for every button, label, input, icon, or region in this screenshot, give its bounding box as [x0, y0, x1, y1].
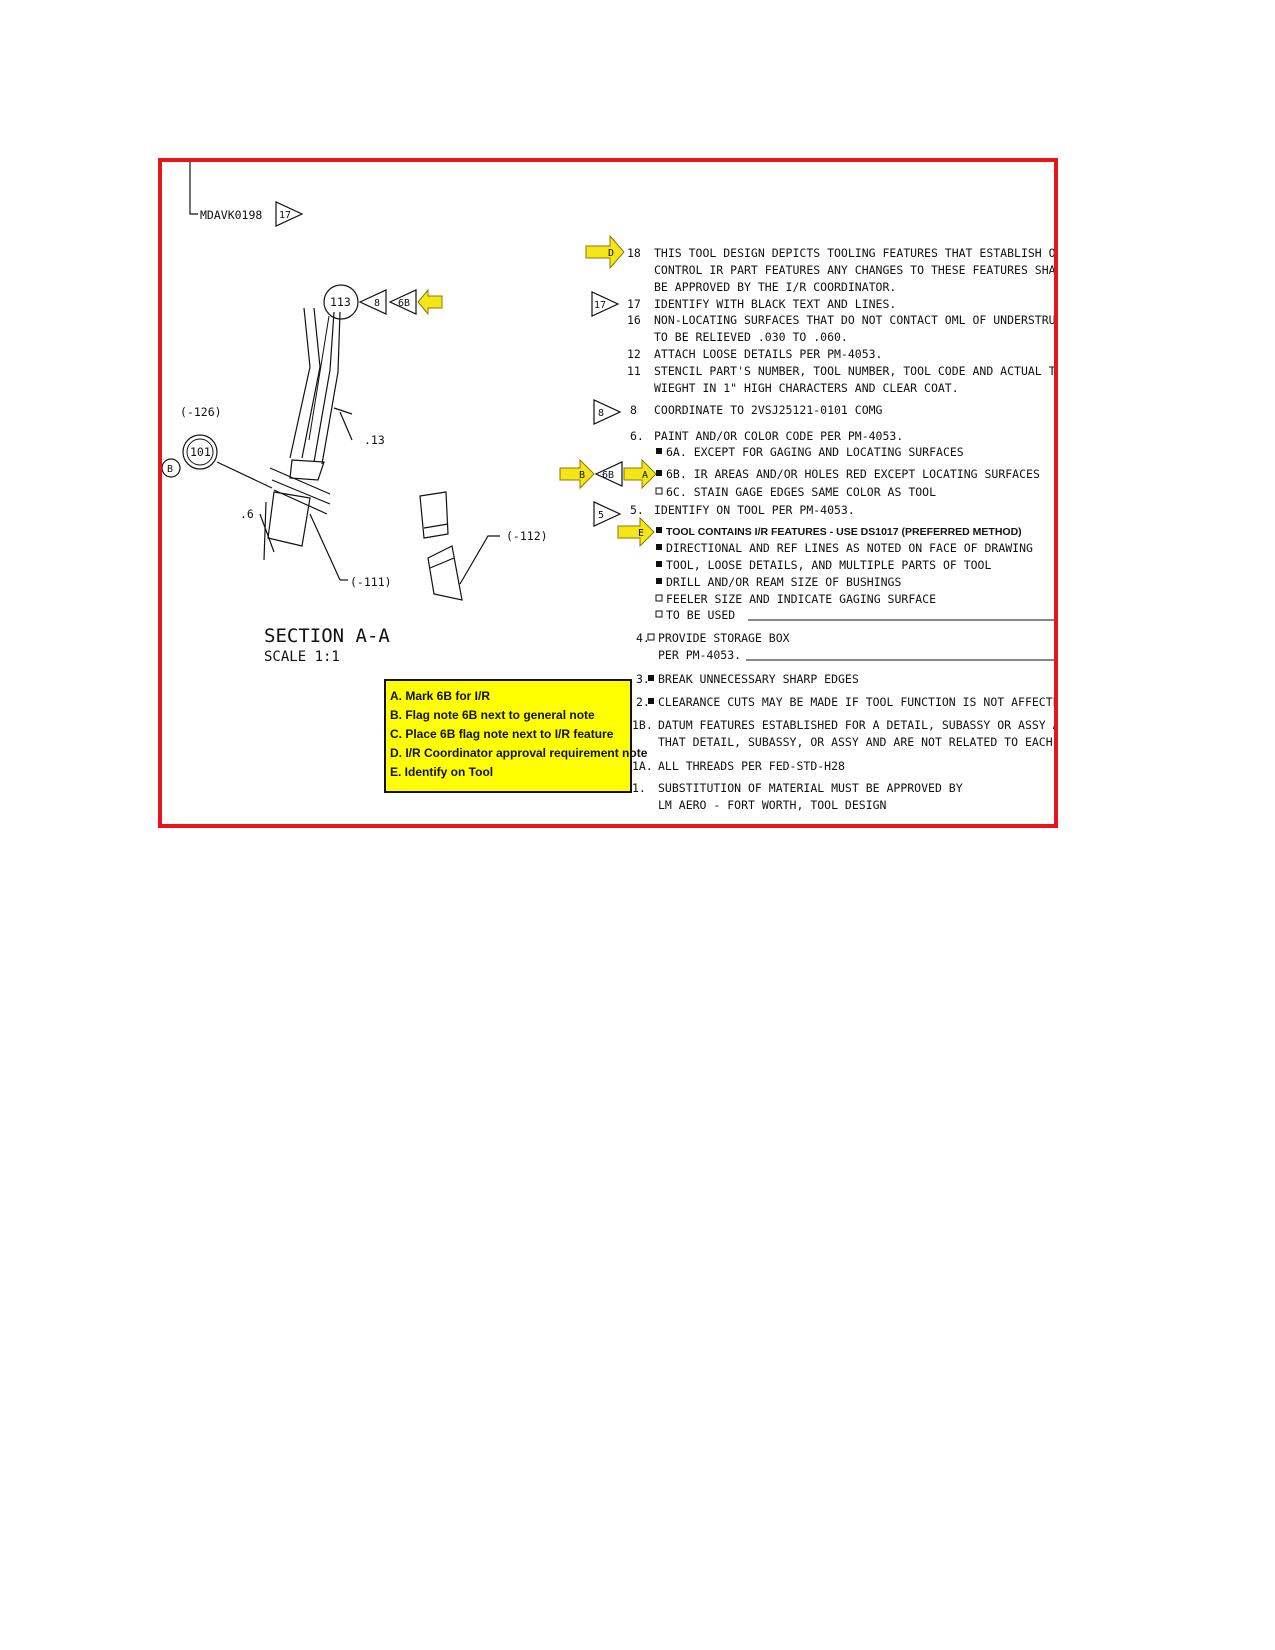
flag-8-label: 8 — [374, 298, 380, 309]
svg-text:1B.: 1B. — [632, 718, 653, 732]
svg-text:TO BE USED: TO BE USED — [666, 608, 735, 622]
svg-text:COORDINATE TO 2VSJ25121-0101 C: COORDINATE TO 2VSJ25121-0101 COMG — [654, 403, 883, 417]
svg-text:6.: 6. — [630, 429, 644, 443]
balloon-113 — [323, 284, 359, 320]
reference-label: MDAVK0198 — [200, 208, 262, 222]
flag-6b-label: 6B — [398, 298, 410, 309]
svg-text:E: E — [638, 528, 644, 539]
section-title: SECTION A-A — [264, 625, 390, 647]
svg-text:6B. IR AREAS AND/OR HOLES RED: 6B. IR AREAS AND/OR HOLES RED EXCEPT LOC… — [666, 467, 1040, 481]
svg-text:3.: 3. — [636, 672, 650, 686]
detail-112 — [419, 491, 500, 601]
engineering-drawing: MDAVK0198 17 113 8 6B .13 .6 (-1 — [162, 162, 1054, 812]
svg-text:THAT DETAIL, SUBASSY, OR ASSY: THAT DETAIL, SUBASSY, OR ASSY AND ARE NO… — [658, 735, 1054, 749]
svg-text:LM AERO - FORT WORTH, TOOL DES: LM AERO - FORT WORTH, TOOL DESIGN — [658, 798, 887, 812]
drawing-frame: MDAVK0198 17 113 8 6B .13 .6 (-1 — [158, 158, 1058, 828]
svg-text:SUBSTITUTION OF MATERIAL MUST: SUBSTITUTION OF MATERIAL MUST BE APPROVE… — [658, 781, 963, 795]
dim-13: .13 — [364, 433, 385, 447]
svg-text:STENCIL PART'S NUMBER, TOOL NU: STENCIL PART'S NUMBER, TOOL NUMBER, TOOL… — [654, 364, 1054, 378]
flag-6b-triangle — [388, 289, 417, 315]
svg-text:B: B — [579, 470, 585, 481]
legend-item-b: B. Flag note 6B next to general note — [390, 708, 595, 722]
checkbox-filled-icon — [656, 448, 662, 454]
svg-text:1.: 1. — [632, 781, 646, 795]
svg-text:PROVIDE STORAGE BOX: PROVIDE STORAGE BOX — [658, 631, 790, 645]
note-18-number: 18 — [627, 246, 641, 260]
svg-text:PAINT AND/OR COLOR CODE PER PM: PAINT AND/OR COLOR CODE PER PM-4053. — [654, 429, 903, 443]
reference-flag-number: 17 — [279, 210, 291, 221]
svg-text:FEELER SIZE AND INDICATE GAGIN: FEELER SIZE AND INDICATE GAGING SURFACE — [666, 592, 936, 606]
balloon-101-group: (-126) 101 B — [162, 405, 222, 478]
svg-text:PER PM-4053.: PER PM-4053. — [658, 648, 741, 662]
dash-126-label: (-126) — [180, 405, 222, 419]
legend-item-a: A. Mark 6B for I/R — [390, 689, 491, 703]
svg-text:6C. STAIN GAGE EDGES SAME COLO: 6C. STAIN GAGE EDGES SAME COLOR AS TOOL — [666, 485, 936, 499]
svg-text:BREAK UNNECESSARY SHARP EDGES: BREAK UNNECESSARY SHARP EDGES — [658, 672, 859, 686]
reference-flag-triangle — [275, 201, 304, 227]
svg-text:11: 11 — [627, 364, 641, 378]
svg-text:IDENTIFY ON TOOL PER PM-4053.: IDENTIFY ON TOOL PER PM-4053. — [654, 503, 855, 517]
svg-text:TOOL, LOOSE DETAILS, AND MULTI: TOOL, LOOSE DETAILS, AND MULTIPLE PARTS … — [666, 558, 991, 572]
svg-text:6B: 6B — [602, 470, 614, 481]
arrow-a-icon — [623, 458, 657, 490]
svg-text:6A. EXCEPT FOR GAGING AND LOCA: 6A. EXCEPT FOR GAGING AND LOCATING SURFA… — [666, 445, 964, 459]
balloon-101-label: 101 — [190, 445, 211, 459]
svg-text:IDENTIFY WITH BLACK TEXT AND L: IDENTIFY WITH BLACK TEXT AND LINES. — [654, 297, 896, 311]
balloon-b — [162, 458, 181, 478]
reference-callout: MDAVK0198 17 — [189, 162, 304, 227]
flag-8-note-triangle — [593, 399, 622, 425]
svg-text:B: B — [167, 464, 173, 475]
flag-5-triangle — [593, 501, 622, 527]
flag-6b-note-triangle — [594, 461, 623, 487]
flag-8-triangle — [358, 289, 387, 315]
svg-text:17: 17 — [627, 297, 641, 311]
part-sketch — [216, 307, 353, 581]
section-scale: SCALE 1:1 — [264, 649, 340, 665]
callout-d-label: D — [608, 248, 614, 259]
legend-item-e: E. Identify on Tool — [390, 765, 494, 779]
svg-text:DATUM FEATURES ESTABLISHED FOR: DATUM FEATURES ESTABLISHED FOR A DETAIL,… — [658, 718, 1054, 732]
legend-item-d: D. I/R Coordinator approval requirement … — [390, 746, 648, 760]
dash-111-label: (-111) — [350, 575, 392, 589]
dim-6: .6 — [240, 507, 254, 521]
svg-text:ALL THREADS PER FED-STD-H28: ALL THREADS PER FED-STD-H28 — [658, 759, 845, 773]
svg-text:4.: 4. — [636, 631, 650, 645]
svg-text:WIEGHT IN 1" HIGH CHARACTERS A: WIEGHT IN 1" HIGH CHARACTERS AND CLEAR C… — [654, 381, 959, 395]
checkbox-empty-icon — [655, 487, 663, 495]
arrow-b-icon — [559, 458, 595, 490]
svg-text:NON-LOCATING SURFACES THAT DO: NON-LOCATING SURFACES THAT DO NOT CONTAC… — [654, 313, 1054, 327]
svg-text:A: A — [642, 470, 648, 481]
svg-text:THIS TOOL DESIGN DEPICTS TOOLI: THIS TOOL DESIGN DEPICTS TOOLING FEATURE… — [654, 246, 1054, 260]
svg-text:5: 5 — [598, 510, 604, 521]
svg-text:12: 12 — [627, 347, 641, 361]
svg-text:CLEARANCE CUTS MAY BE MADE IF: CLEARANCE CUTS MAY BE MADE IF TOOL FUNCT… — [658, 695, 1054, 709]
svg-text:DIRECTIONAL AND REF LINES AS N: DIRECTIONAL AND REF LINES AS NOTED ON FA… — [666, 541, 1033, 555]
svg-text:8: 8 — [630, 403, 637, 417]
balloon-113-label: 113 — [330, 295, 351, 309]
svg-text:16: 16 — [627, 313, 641, 327]
svg-text:BE APPROVED BY THE I/R COORDIN: BE APPROVED BY THE I/R COORDINATOR. — [654, 280, 896, 294]
legend-item-c: C. Place 6B flag note next to I/R featur… — [390, 727, 614, 741]
svg-text:TO BE RELIEVED .030 TO .060.: TO BE RELIEVED .030 TO .060. — [654, 330, 848, 344]
arrow-e-icon — [617, 516, 655, 548]
svg-text:8: 8 — [598, 408, 604, 419]
callout-legend: A. Mark 6B for I/R B. Flag note 6B next … — [384, 679, 648, 793]
svg-text:17: 17 — [594, 300, 606, 311]
svg-text:TOOL CONTAINS I/R FEATURES - U: TOOL CONTAINS I/R FEATURES - USE DS1017 … — [666, 526, 1022, 538]
svg-text:2.: 2. — [636, 695, 650, 709]
arrow-c-icon — [417, 288, 443, 316]
flag-17-triangle — [591, 291, 620, 317]
dash-112-label: (-112) — [506, 529, 548, 543]
svg-text:5.: 5. — [630, 503, 644, 517]
svg-text:CONTROL IR PART FEATURES ANY: CONTROL IR PART FEATURES ANY CHANGES TO … — [654, 263, 1054, 277]
svg-text:DRILL AND/OR REAM SIZE OF BUSH: DRILL AND/OR REAM SIZE OF BUSHINGS — [666, 575, 901, 589]
svg-text:1A.: 1A. — [632, 759, 653, 773]
svg-text:ATTACH LOOSE DETAILS PER PM-40: ATTACH LOOSE DETAILS PER PM-4053. — [654, 347, 882, 361]
balloon-113-group: 113 8 6B — [308, 284, 443, 441]
arrow-d-icon — [585, 234, 625, 270]
